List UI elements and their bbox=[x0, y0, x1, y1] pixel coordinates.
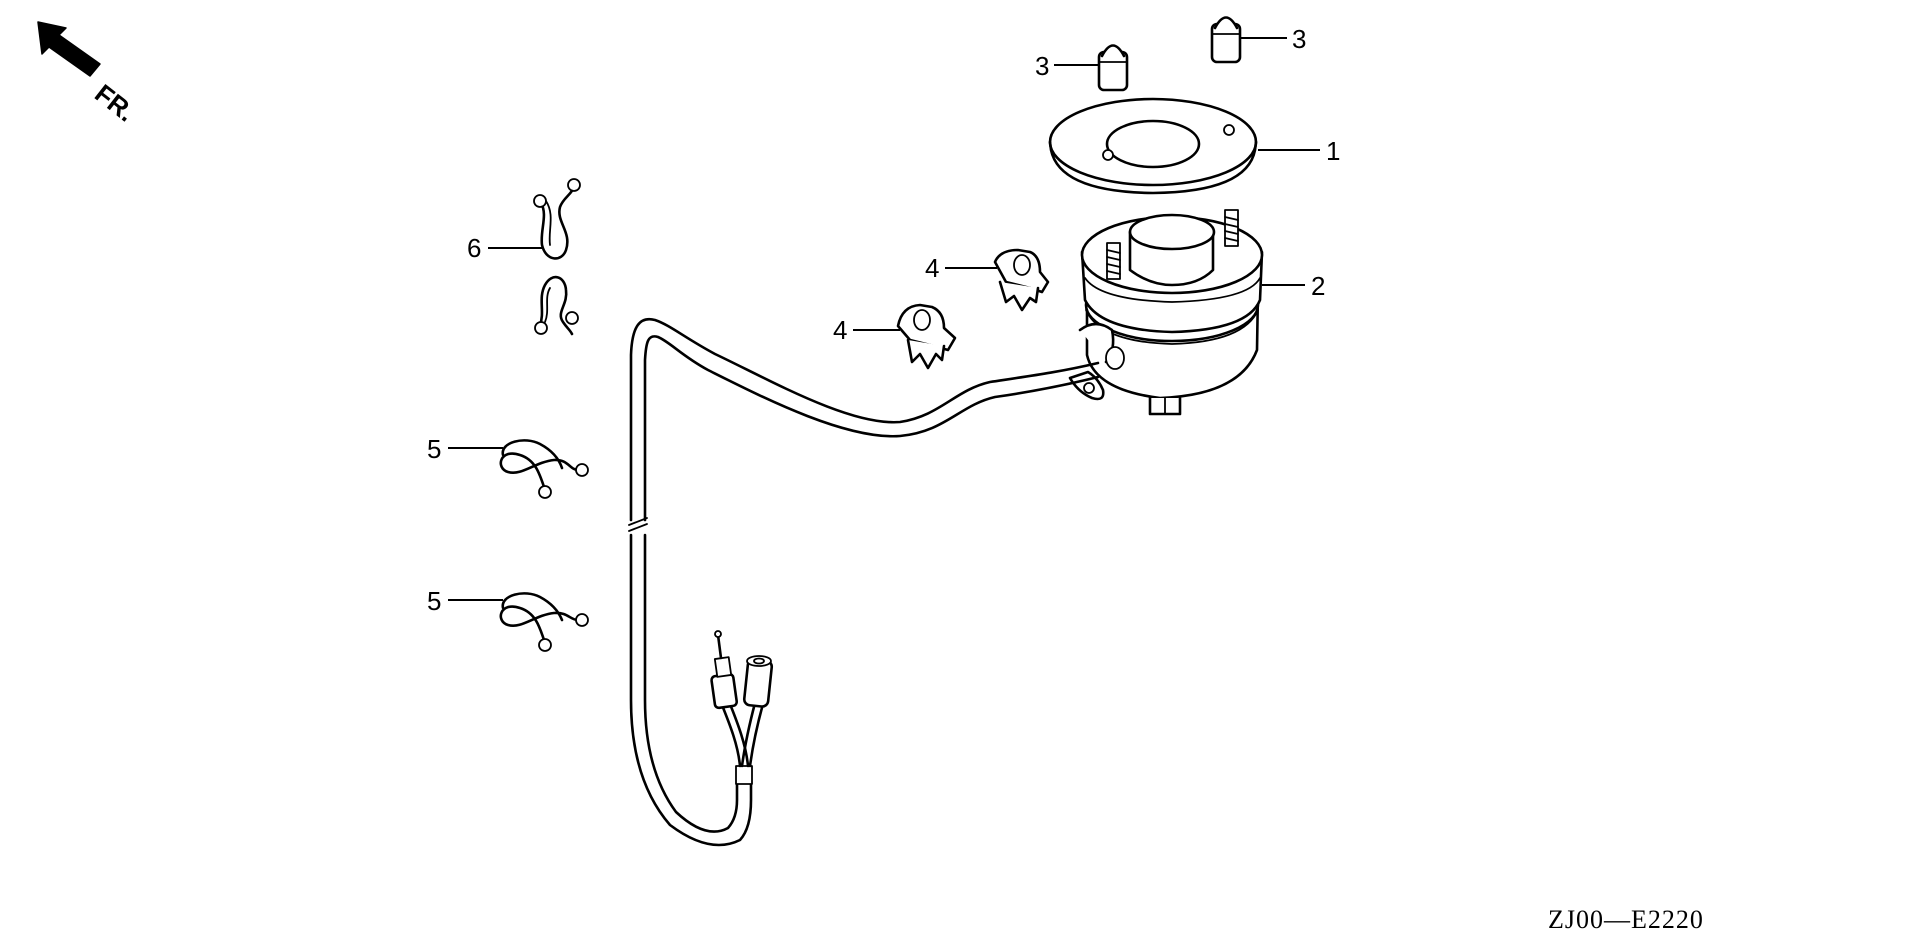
callout-5-upper: 5 bbox=[427, 434, 503, 464]
cap-part-3-left bbox=[1097, 44, 1129, 92]
cap-part-3-right bbox=[1210, 16, 1242, 64]
main-unit-part-2 bbox=[1068, 209, 1264, 416]
cable-clip-part-4-lower bbox=[896, 303, 957, 370]
callout-6: 6 bbox=[467, 233, 542, 263]
callout-4-upper: 4 bbox=[925, 253, 997, 283]
callout-4-lower: 4 bbox=[833, 315, 900, 345]
callout-3-left: 3 bbox=[1035, 51, 1098, 81]
stud-left-icon bbox=[1106, 242, 1121, 280]
socket-connector-icon bbox=[742, 655, 774, 708]
wire-clip-part-5-upper bbox=[499, 439, 589, 499]
front-direction-arrow-icon: FR. bbox=[37, 21, 141, 128]
stud-right-icon bbox=[1224, 209, 1239, 247]
svg-text:1: 1 bbox=[1326, 136, 1340, 166]
gasket-plate-part-1 bbox=[1048, 97, 1258, 195]
svg-text:4: 4 bbox=[925, 253, 939, 283]
cable-clip-part-4-upper bbox=[993, 248, 1050, 312]
svg-text:3: 3 bbox=[1292, 24, 1306, 54]
callout-1: 1 bbox=[1258, 136, 1340, 166]
diagram-code: ZJ00—E2220 bbox=[1548, 905, 1704, 933]
svg-text:5: 5 bbox=[427, 434, 441, 464]
wire-clip-part-5-lower bbox=[499, 592, 589, 652]
callout-2: 2 bbox=[1262, 271, 1325, 301]
callout-5-lower: 5 bbox=[427, 586, 503, 616]
callouts: 1 2 3 3 4 4 5 5 6 bbox=[427, 24, 1340, 616]
svg-text:2: 2 bbox=[1311, 271, 1325, 301]
callout-3-right: 3 bbox=[1240, 24, 1306, 54]
front-direction-label: FR. bbox=[89, 78, 140, 127]
svg-text:4: 4 bbox=[833, 315, 847, 345]
pin-connector-icon bbox=[710, 630, 739, 710]
svg-text:3: 3 bbox=[1035, 51, 1049, 81]
wire-clip-part-6 bbox=[533, 178, 581, 336]
svg-text:6: 6 bbox=[467, 233, 481, 263]
wire-harness bbox=[628, 317, 1100, 847]
svg-text:5: 5 bbox=[427, 586, 441, 616]
